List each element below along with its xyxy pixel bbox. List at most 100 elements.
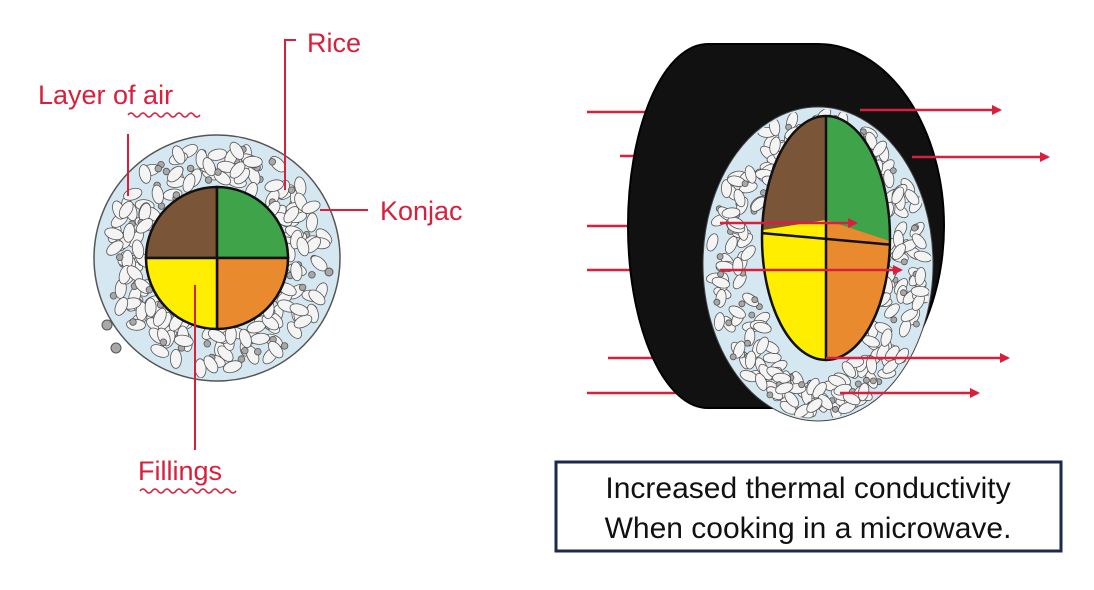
rice-grain xyxy=(880,328,893,347)
rice-grain xyxy=(242,155,263,168)
rice-grain xyxy=(296,236,310,257)
caption-border xyxy=(554,460,1063,553)
rice-grain xyxy=(769,136,781,156)
rice-grain xyxy=(755,372,768,391)
rice-grain xyxy=(914,267,926,286)
rice-grain xyxy=(842,392,861,406)
konjac-dot xyxy=(748,311,756,319)
konjac-label: Konjac xyxy=(380,196,463,226)
rice-grain xyxy=(202,157,216,177)
rice-grain xyxy=(744,165,757,184)
rice-grain xyxy=(883,169,895,189)
rice-grain xyxy=(740,245,756,261)
rice-grain xyxy=(721,207,741,219)
sushi-roll-3d xyxy=(627,43,945,422)
rice-grain xyxy=(207,148,228,161)
konjac-dot xyxy=(237,355,246,363)
rice-leader xyxy=(284,39,296,190)
cross-section-roll xyxy=(93,134,341,382)
rice-grain xyxy=(131,239,145,260)
konjac-dot xyxy=(911,224,918,232)
rice-grain xyxy=(911,233,927,250)
konjac-dot xyxy=(268,158,276,166)
rice-grain xyxy=(753,322,772,334)
rice-grain xyxy=(182,173,196,193)
rice-grain xyxy=(207,329,227,343)
rice-grain xyxy=(891,243,906,261)
fillings-label-squiggle xyxy=(139,488,237,494)
rice-grain xyxy=(172,145,186,165)
rice-grain xyxy=(138,164,152,184)
rice-grain xyxy=(239,328,252,348)
rice-grain xyxy=(733,189,746,208)
rice-grain xyxy=(268,340,284,359)
filling-yellow xyxy=(144,256,219,331)
rice-grain xyxy=(169,348,182,369)
konjac-dot xyxy=(214,168,222,176)
rice-grain xyxy=(818,394,833,410)
rice-grain xyxy=(308,289,326,306)
rice-grain xyxy=(293,314,313,329)
rice-grain xyxy=(756,336,769,355)
konjac-dot xyxy=(115,253,124,261)
rice-grain xyxy=(775,382,794,395)
rice-grain xyxy=(261,315,280,331)
konjac-dot xyxy=(913,320,920,328)
rice-grain xyxy=(167,165,184,183)
konjac-dot xyxy=(738,300,746,308)
rice-grains xyxy=(104,141,333,379)
konjac-dot xyxy=(900,258,908,266)
konjac-dot xyxy=(110,342,122,354)
rice-grain xyxy=(144,297,157,318)
konjac-dot xyxy=(203,340,211,348)
konjac-dot xyxy=(741,180,749,188)
konjac-dot xyxy=(751,296,759,304)
filling-orange xyxy=(215,256,290,331)
konjac-dot xyxy=(716,253,724,261)
rice-grain xyxy=(913,250,931,263)
konjac-dot xyxy=(890,316,898,324)
rice-grain xyxy=(812,382,827,399)
caption-line-2: When cooking in a microwave. xyxy=(605,512,1012,545)
rice-grain xyxy=(289,303,309,317)
rice-grain xyxy=(223,360,243,374)
rice-grain xyxy=(135,218,154,234)
rice-grain xyxy=(104,227,124,241)
rice-grain xyxy=(713,312,725,331)
rice-grain xyxy=(203,355,219,374)
filling-green xyxy=(215,185,290,260)
rice-grain xyxy=(305,212,318,233)
rice-grain xyxy=(301,200,321,214)
rice-grain xyxy=(720,179,732,199)
rice-grain xyxy=(283,206,300,224)
konjac-dot xyxy=(729,353,737,361)
fillings-outline-3d xyxy=(760,114,892,362)
konjac-dot xyxy=(101,319,113,331)
konjac-dot xyxy=(869,377,877,385)
rice-grain xyxy=(118,200,134,219)
layer-of-air-label: Layer of air xyxy=(38,80,173,110)
konjac-dot xyxy=(241,347,249,355)
konjac-dot xyxy=(298,283,307,292)
konjac-dot xyxy=(159,338,168,346)
rice-grain xyxy=(742,292,759,307)
rice-grain xyxy=(732,256,744,276)
konjac-dot xyxy=(854,380,862,388)
rice-grain xyxy=(866,355,878,375)
fillings-label: Fillings xyxy=(138,456,222,486)
rice-grain xyxy=(728,305,746,319)
rice-label: Rice xyxy=(307,28,361,58)
rice-grain xyxy=(884,303,900,319)
konjac-dot xyxy=(308,271,316,279)
rice-grain xyxy=(150,344,170,358)
fillings-section xyxy=(144,185,290,331)
konjac-dot xyxy=(766,391,774,399)
rice-grain xyxy=(122,222,136,243)
konjac-dot xyxy=(832,405,839,413)
konjac-dot xyxy=(713,298,721,306)
rice-grain xyxy=(173,334,194,347)
konjac-dot xyxy=(280,342,289,350)
rice-grain xyxy=(114,297,129,316)
rice-grain xyxy=(724,236,738,254)
